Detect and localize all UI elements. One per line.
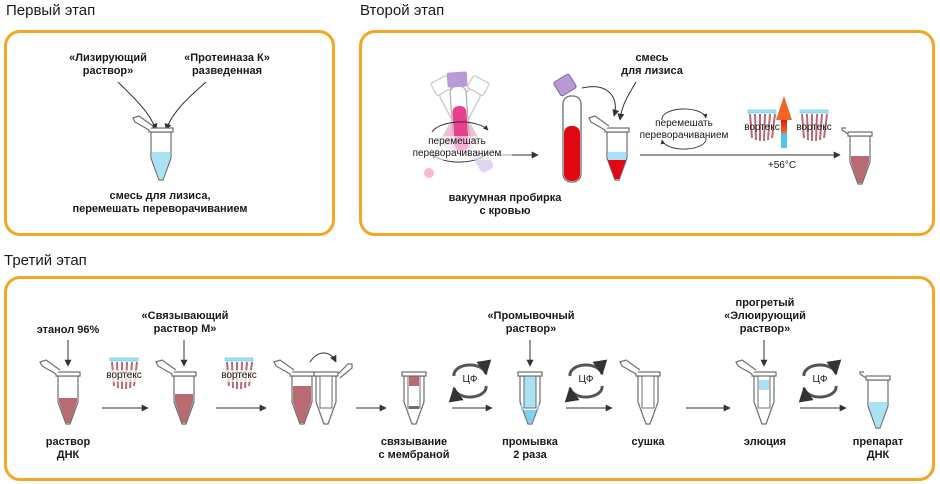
reagent-proteinase-k: «Протеиназа К» разведенная (184, 52, 270, 77)
transfer-arrow (309, 352, 337, 363)
vortex-label: вортекс (796, 122, 832, 133)
invert-label-2: перемешать переворачиванием (639, 118, 729, 141)
centrifuge-label: ЦФ (812, 374, 828, 385)
temperature-label: +56°С (767, 160, 797, 171)
vacutainer-caption: вакуумная пробирка с кровью (448, 192, 562, 217)
microtube-icon (859, 371, 891, 429)
heat-arrow-icon (776, 96, 792, 148)
stage-3-title: Третий этап (4, 252, 87, 269)
vortex-rack-icon (747, 109, 777, 142)
caption-binding: связывание с мембраной (378, 436, 450, 461)
wash-solution-label: «Промывочный раствор» (487, 310, 575, 335)
spin-column-icon (401, 371, 427, 425)
invert-label: перемешать переворачиванием (402, 136, 512, 160)
binding-solution-label: «Связывающий раствор М» (141, 310, 229, 335)
centrifuge-label: ЦФ (578, 374, 594, 385)
vortex-rack-icon (799, 109, 829, 142)
reagent-lysis-buffer: «Лизирующий раствор» (69, 52, 147, 77)
microtube-icon (841, 127, 873, 185)
spin-column-icon (735, 359, 777, 425)
vortex-label: вортекс (215, 370, 263, 382)
centrifuge-icon (564, 359, 608, 403)
microtube-icon (273, 359, 315, 425)
centrifuge-label: ЦФ (462, 374, 478, 385)
centrifuge-icon (448, 359, 492, 403)
spin-column-icon (619, 359, 661, 425)
microtube-icon (132, 115, 174, 181)
stage-1-reagent-arrows (117, 81, 207, 131)
lysis-mix-label: смесь для лизиса (621, 52, 683, 77)
caption-drying: сушка (631, 436, 665, 448)
stage-2-panel (359, 30, 935, 236)
invert-rotation-icon (660, 108, 708, 150)
vacutainer-icon (553, 73, 582, 183)
stage-1-title: Первый этап (6, 2, 96, 19)
vortex-label: вортекс (100, 370, 148, 382)
caption-product: препарат ДНК (852, 436, 904, 461)
vortex-label: вортекс (744, 122, 780, 133)
stage-3-panel (4, 276, 935, 481)
pour-arrow (581, 86, 620, 117)
microtube-icon (39, 359, 81, 425)
spin-column-icon (313, 363, 353, 425)
caption-dna-solution: раствор ДНК (45, 436, 91, 461)
microtube-icon (155, 359, 197, 425)
elution-solution-label: прогретый «Элюирующий раствор» (724, 297, 806, 335)
stage-1-caption: смесь для лизиса, перемешать переворачив… (72, 190, 248, 215)
centrifuge-icon (798, 359, 842, 403)
microtube-icon (588, 115, 630, 181)
spin-column-icon (517, 371, 543, 425)
mix-arrow (617, 81, 637, 121)
caption-elution: элюция (743, 436, 787, 448)
stage-1-panel (4, 30, 335, 236)
caption-washing: промывка 2 раза (502, 436, 558, 461)
stage-2-title: Второй этап (360, 2, 445, 19)
ethanol-label: этанол 96% (36, 324, 100, 336)
